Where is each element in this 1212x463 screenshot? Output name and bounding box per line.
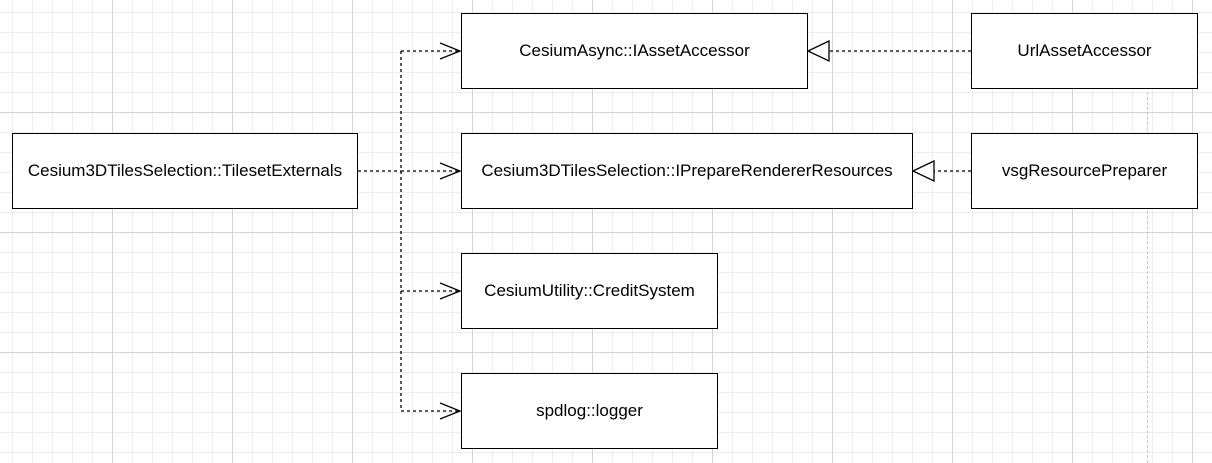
class-box-tileset-externals[interactable]: Cesium3DTilesSelection::TilesetExternals [12,133,358,209]
class-label: spdlog::logger [536,401,643,420]
class-label: vsgResourcePreparer [1001,161,1168,180]
open-arrowhead-icon [439,162,462,180]
page-break-line [1147,92,1148,463]
open-arrowhead-icon [439,282,462,300]
class-label: UrlAssetAccessor [1017,41,1152,60]
class-box-vsg-resource-preparer[interactable]: vsgResourcePreparer [971,133,1198,209]
class-box-url-asset-accessor[interactable]: UrlAssetAccessor [971,13,1198,89]
class-label: CesiumUtility::CreditSystem [484,281,695,300]
class-label: CesiumAsync::IAssetAccessor [519,41,750,60]
class-box-asset-accessor[interactable]: CesiumAsync::IAssetAccessor [461,13,808,89]
class-label: Cesium3DTilesSelection::TilesetExternals [27,161,343,180]
class-box-logger[interactable]: spdlog::logger [461,373,718,449]
hollow-triangle-arrowhead-icon [911,159,935,183]
class-box-prepare-renderer-resources[interactable]: Cesium3DTilesSelection::IPrepareRenderer… [461,133,913,209]
open-arrowhead-icon [439,42,462,60]
dependency-connector-trunk [358,51,402,411]
hollow-triangle-arrowhead-icon [806,39,830,63]
open-arrowhead-icon [439,402,462,420]
class-label: Cesium3DTilesSelection::IPrepareRenderer… [481,161,893,180]
class-box-credit-system[interactable]: CesiumUtility::CreditSystem [461,253,718,329]
